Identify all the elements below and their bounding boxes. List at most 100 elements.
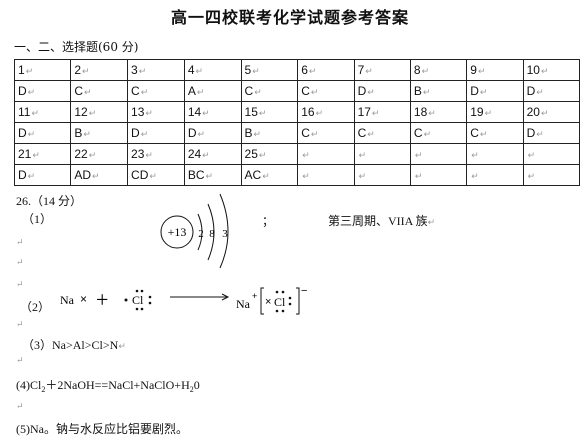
table-cell: 2↵ <box>70 59 129 81</box>
table-cell: C↵ <box>409 122 468 144</box>
table-cell: C↵ <box>240 80 299 102</box>
shell-count-1: 2 <box>198 228 204 240</box>
q26-part3: （3）Na>Al>Cl>N↵ <box>22 338 126 352</box>
table-cell: 12↵ <box>70 101 129 123</box>
table-cell: B↵ <box>70 122 129 144</box>
table-cell: C↵ <box>297 80 355 102</box>
table-cell: 15↵ <box>240 101 299 123</box>
aluminum-atom-diagram: +13 2 8 3 <box>160 193 229 269</box>
table-cell: 18↵ <box>409 101 468 123</box>
table-cell: D↵ <box>522 80 580 102</box>
table-cell: CD↵ <box>127 164 185 186</box>
table-cell: 17↵ <box>353 101 411 123</box>
shell-count-2: 8 <box>209 228 215 240</box>
table-cell: ↵ <box>409 143 468 165</box>
para-mark: ↵ <box>16 238 24 248</box>
section-heading: 一、二、选择题(60 分) <box>14 40 139 54</box>
table-cell: 4↵ <box>183 59 242 81</box>
semicolon: ； <box>262 214 275 228</box>
table-cell: 9↵ <box>466 59 524 81</box>
table-cell: 24↵ <box>183 143 242 165</box>
q26-part5: (5)Na。钠与水反应比铝要剧烈。 <box>16 422 188 436</box>
table-cell: ↵ <box>522 164 580 186</box>
shell-arc-3 <box>219 193 229 269</box>
q26-part4: (4)Cl2＋2NaOH==NaCl+NaClO+H20 <box>16 378 200 394</box>
bracket-left <box>260 287 264 315</box>
answer-table: 1↵2↵3↵4↵5↵6↵7↵8↵9↵10↵D↵C↵C↵A↵C↵C↵D↵B↵D↵D… <box>13 59 580 186</box>
product-na: Na <box>236 297 251 311</box>
bracket-right <box>296 287 300 315</box>
table-row: 1↵2↵3↵4↵5↵6↵7↵8↵9↵10↵ <box>13 59 580 81</box>
table-cell: AD↵ <box>70 164 129 186</box>
shell-count-3: 3 <box>222 228 228 240</box>
table-cell: ↵ <box>297 164 355 186</box>
table-cell: D↵ <box>13 164 72 186</box>
table-row: D↵AD↵CD↵BC↵AC↵↵↵↵↵↵ <box>13 164 580 186</box>
na-electron-x: × <box>80 292 87 306</box>
table-cell: 10↵ <box>522 59 580 81</box>
table-cell: B↵ <box>240 122 299 144</box>
table-cell: AC↵ <box>240 164 299 186</box>
table-cell: 14↵ <box>183 101 242 123</box>
table-cell: 3↵ <box>127 59 185 81</box>
na-symbol: Na <box>60 293 75 307</box>
table-row: D↵C↵C↵A↵C↵C↵D↵B↵D↵D↵ <box>13 80 580 102</box>
table-cell: 20↵ <box>522 101 580 123</box>
period-group-answer: 第三周期、VIIA 族↵ <box>328 214 436 228</box>
cl-symbol: Cl <box>132 293 144 307</box>
table-cell: C↵ <box>297 122 355 144</box>
shell-arc-1 <box>197 213 203 251</box>
nucleus-charge: +13 <box>168 225 187 239</box>
q26-header: 26.（14 分） <box>16 194 83 208</box>
table-cell: 16↵ <box>297 101 355 123</box>
plus-sign: + <box>96 287 108 312</box>
table-cell: C↵ <box>353 122 411 144</box>
table-cell: ↵ <box>353 164 411 186</box>
table-cell: 1↵ <box>13 59 72 81</box>
table-cell: 21↵ <box>13 143 72 165</box>
para-mark: ↵ <box>16 280 24 290</box>
table-cell: 25↵ <box>240 143 299 165</box>
product-cl: Cl <box>274 295 286 309</box>
table-cell: 19↵ <box>466 101 524 123</box>
table-cell: 5↵ <box>240 59 299 81</box>
para-mark: ↵ <box>16 402 24 412</box>
table-cell: ↵ <box>466 143 524 165</box>
electron-dot <box>124 298 128 302</box>
q26-part1-label: （1） <box>22 212 53 226</box>
table-cell: 6↵ <box>297 59 355 81</box>
table-cell: C↵ <box>127 80 185 102</box>
table-row: D↵B↵D↵D↵B↵C↵C↵C↵C↵D↵ <box>13 122 580 144</box>
table-cell: C↵ <box>70 80 129 102</box>
table-cell: ↵ <box>466 164 524 186</box>
q26-part2-label: （2） <box>20 300 51 314</box>
shell-arc-2 <box>207 203 215 261</box>
table-row: 21↵22↵23↵24↵25↵↵↵↵↵↵ <box>13 143 580 165</box>
product-cl-charge: − <box>301 285 307 297</box>
table-cell: A↵ <box>183 80 242 102</box>
table-cell: D↵ <box>353 80 411 102</box>
table-cell: C↵ <box>466 122 524 144</box>
table-cell: D↵ <box>522 122 580 144</box>
product-na-charge: + <box>252 291 257 301</box>
product-electron-x: × <box>265 296 271 308</box>
para-mark: ↵ <box>16 356 24 366</box>
para-mark: ↵ <box>16 258 24 268</box>
table-cell: ↵ <box>297 143 355 165</box>
nacl-formation-diagram: Na × + Cl Na + × Cl − <box>60 285 307 315</box>
table-cell: 13↵ <box>127 101 185 123</box>
table-cell: B↵ <box>409 80 468 102</box>
table-cell: ↵ <box>353 143 411 165</box>
table-row: 11↵12↵13↵14↵15↵16↵17↵18↵19↵20↵ <box>13 101 580 123</box>
para-mark: ↵ <box>16 320 24 330</box>
table-cell: 11↵ <box>13 101 72 123</box>
nucleus-circle <box>160 215 194 249</box>
table-cell: BC↵ <box>183 164 242 186</box>
table-cell: D↵ <box>13 80 72 102</box>
table-cell: D↵ <box>183 122 242 144</box>
page-title: 高一四校联考化学试题参考答案 <box>170 8 409 27</box>
table-cell: ↵ <box>522 143 580 165</box>
table-cell: D↵ <box>127 122 185 144</box>
table-cell: D↵ <box>13 122 72 144</box>
table-cell: 8↵ <box>409 59 468 81</box>
